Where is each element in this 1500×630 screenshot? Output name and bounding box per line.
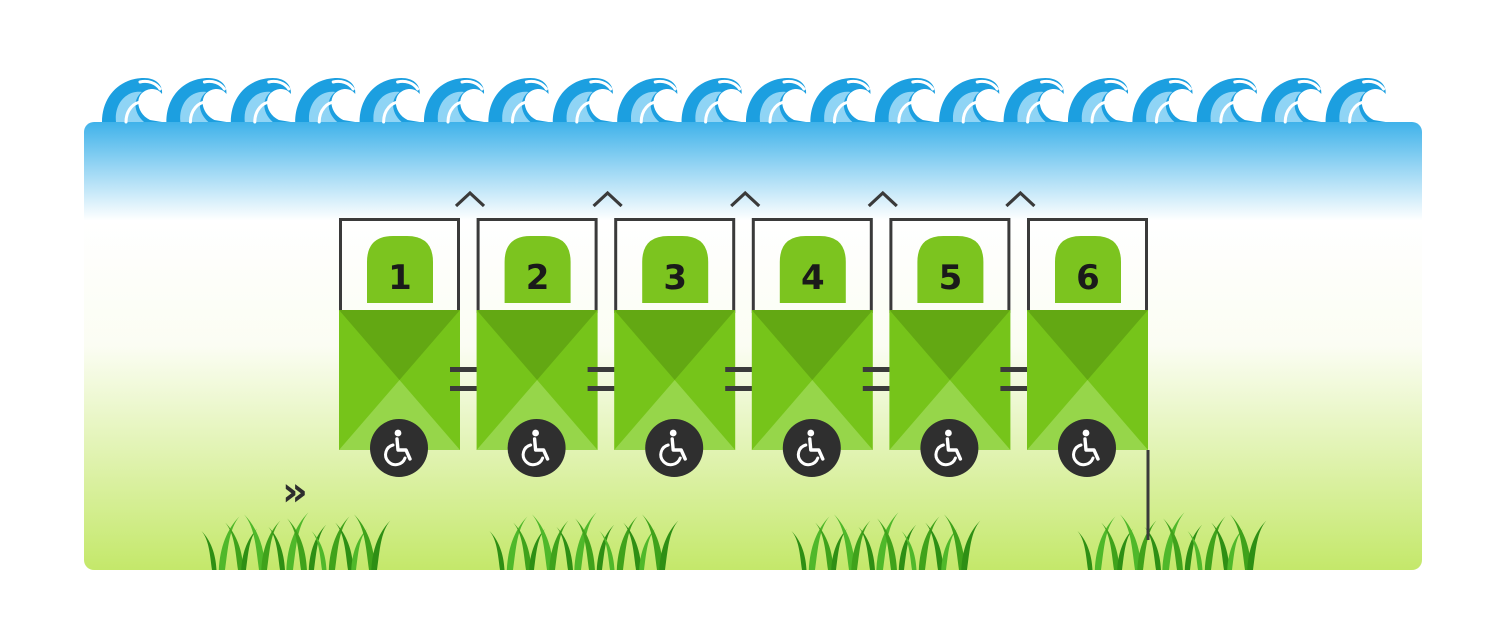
coupler — [725, 367, 758, 372]
wheelchair-icon — [659, 429, 687, 467]
car-number: 2 — [526, 258, 550, 298]
car-panel-bottom — [751, 380, 873, 450]
car-panel-top — [476, 310, 598, 380]
travel-direction-icon: » — [282, 469, 308, 515]
wave-icon — [1195, 76, 1259, 124]
train-car: 2 — [476, 190, 623, 477]
wheelchair-icon — [796, 429, 825, 467]
wave-icon — [164, 76, 228, 124]
wave-icon — [937, 76, 1001, 124]
wheelchair-icon — [521, 429, 550, 467]
coupler — [450, 386, 482, 391]
wheelchair-icon — [1072, 429, 1100, 467]
wave-icon — [1259, 76, 1323, 124]
wave-icon — [1324, 76, 1388, 124]
chevron-up-icon — [1005, 190, 1036, 208]
car-panel-bottom — [339, 380, 460, 450]
car-number: 1 — [388, 258, 412, 298]
coupler — [450, 367, 482, 372]
wave-icon — [680, 76, 744, 124]
wave-icon — [744, 76, 808, 124]
wave-icon — [551, 76, 615, 124]
car-panel-bottom — [476, 380, 598, 450]
train-car: 1 — [339, 190, 486, 477]
car-door — [779, 236, 846, 303]
car-door — [642, 236, 709, 303]
coupler — [725, 386, 758, 391]
train-cars: 1 2 3 4 5 6 — [339, 190, 1150, 540]
car-number: 3 — [663, 258, 687, 298]
train-car: 6 — [1027, 218, 1148, 477]
wave-icon — [1002, 76, 1066, 124]
wave-icon — [486, 76, 550, 124]
wave-icon — [422, 76, 486, 124]
car-panel-top — [1027, 310, 1148, 380]
car-door — [1055, 236, 1121, 303]
car-panel-bottom — [614, 380, 736, 450]
coupler — [862, 386, 895, 391]
car-panel-bottom — [889, 380, 1011, 450]
car-number: 4 — [801, 258, 825, 298]
car-panel-top — [339, 310, 460, 380]
wave-icon — [873, 76, 937, 124]
coupler — [587, 367, 620, 372]
coupler — [862, 367, 895, 372]
wave-icon — [615, 76, 679, 124]
wave-icon — [293, 76, 357, 124]
wave-icon — [1130, 76, 1194, 124]
wheelchair-icon — [384, 429, 412, 467]
car-number: 5 — [939, 258, 963, 298]
wave-icon — [808, 76, 872, 124]
car-panel-bottom — [1027, 380, 1148, 450]
wave-icon — [229, 76, 293, 124]
coupler — [587, 386, 620, 391]
car-panel-top — [614, 310, 736, 380]
train-car: 5 — [889, 190, 1036, 477]
train-car: 4 — [751, 190, 898, 477]
wheelchair-icon — [934, 429, 963, 467]
coupler — [1000, 386, 1033, 391]
ocean-waves — [100, 76, 1388, 124]
car-panel-top — [889, 310, 1011, 380]
wave-icon — [100, 76, 164, 124]
wave-icon — [358, 76, 422, 124]
train-car: 3 — [614, 190, 761, 477]
chevron-up-icon — [592, 190, 623, 208]
car-door — [367, 236, 433, 303]
car-door — [917, 236, 984, 303]
car-door — [504, 236, 571, 303]
chevron-up-icon — [454, 190, 486, 208]
chevron-up-icon — [730, 190, 761, 208]
car-number: 6 — [1076, 258, 1100, 298]
chevron-up-icon — [867, 190, 898, 208]
car-panel-top — [751, 310, 873, 380]
wave-icon — [1066, 76, 1130, 124]
coupler — [1000, 367, 1033, 372]
